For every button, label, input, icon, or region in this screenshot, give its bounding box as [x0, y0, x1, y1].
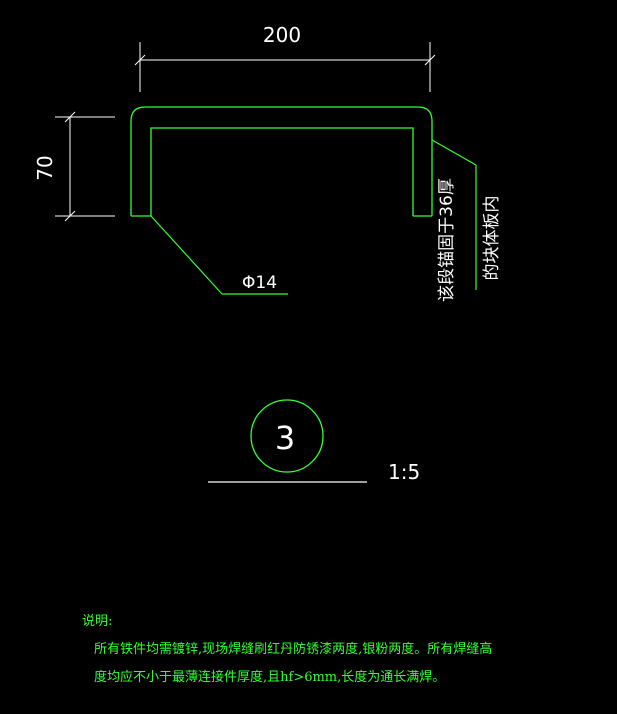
rebar-outer-outline [130, 106, 433, 216]
rebar-leader [150, 215, 288, 295]
vertical-note-line-1: 该段锚固于36厚 [437, 178, 457, 302]
u-rebar-shape [130, 106, 433, 217]
rebar-leader-diagonal [150, 215, 223, 295]
rebar-label: Φ14 [242, 273, 277, 293]
notes-block: 说明: 所有铁件均需镀锌,现场焊缝刷红丹防锈漆两度,银粉两度。所有焊缝高 度均应… [82, 608, 602, 692]
width-dimension [134, 42, 436, 92]
height-dimension [55, 111, 115, 222]
note-leader-diagonal [431, 139, 477, 166]
height-tick-bottom [64, 210, 76, 222]
notes-line-2: 度均应不小于最薄连接件厚度,且hf>6mm,长度为通长满焊。 [94, 670, 446, 685]
rebar-inner-outline [150, 127, 414, 216]
vertical-note-line-2: 的块体板内 [482, 196, 502, 281]
detail-scale: 1:5 [388, 460, 420, 484]
width-tick-left [134, 54, 146, 66]
detail-number: 3 [275, 419, 295, 457]
notes-title: 说明: [82, 614, 113, 629]
height-dimension-text: 70 [33, 155, 57, 180]
width-dimension-text: 200 [263, 23, 301, 47]
notes-line-1: 所有铁件均需镀锌,现场焊缝刷红丹防锈漆两度,银粉两度。所有焊缝高 [94, 642, 493, 657]
detail-number-circle [250, 399, 324, 473]
width-tick-right [424, 54, 436, 66]
height-tick-top [64, 111, 76, 123]
note-leader [431, 139, 477, 290]
